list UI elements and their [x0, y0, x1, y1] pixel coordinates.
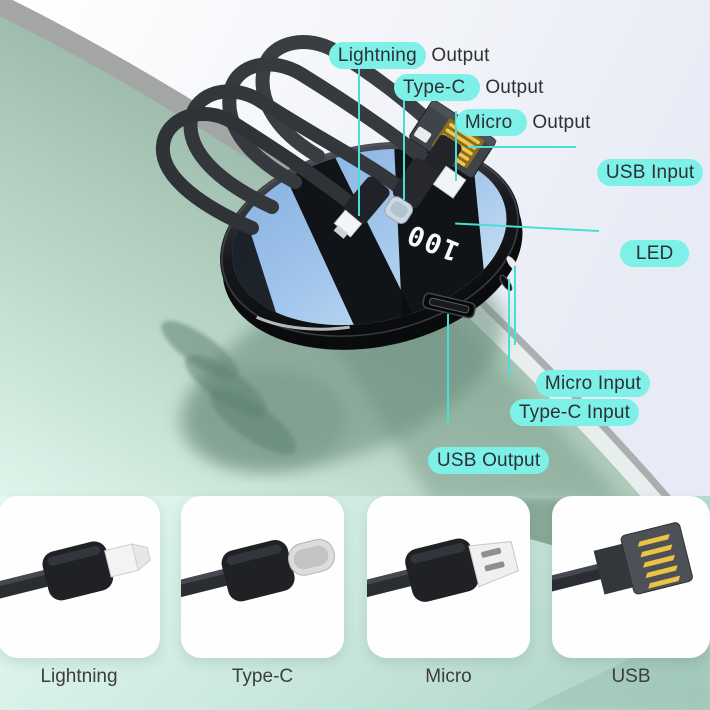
product-photo: 100 — [0, 0, 710, 500]
callout-highlight: Lightning — [328, 42, 426, 69]
cable-lightning — [155, 107, 363, 235]
usb-connector-icon — [552, 522, 693, 600]
cable-type-c — [183, 84, 416, 214]
panel-lightning — [0, 496, 160, 658]
callout-line-usb-output — [447, 314, 449, 424]
panel-type-c — [181, 496, 344, 658]
callout-line-lightning-output — [358, 44, 360, 216]
callout-text: Output — [526, 112, 591, 133]
callout-text: Output — [479, 77, 544, 98]
callout-line-usb-input — [468, 146, 576, 148]
cable-micro — [222, 57, 450, 189]
panel-label-lightning: Lightning — [40, 666, 118, 687]
lightning-connector-icon — [0, 541, 151, 607]
callout-type-c-output: Type-C Output — [372, 47, 544, 128]
callout-usb-input: USB Input — [575, 132, 704, 213]
callout-highlight: USB Input — [596, 159, 704, 186]
panel-label-micro: Micro — [425, 666, 472, 687]
callout-line-micro-input — [514, 266, 516, 345]
lightning-connector — [333, 176, 390, 239]
callout-highlight: LED — [619, 240, 690, 267]
callout-highlight: Type-C Input — [509, 399, 640, 426]
callout-highlight: Micro — [455, 109, 527, 136]
callout-text: Output — [425, 45, 490, 66]
micro-connector-icon — [367, 538, 519, 605]
callout-led: LED — [598, 213, 690, 294]
callout-usb-output: USB Output — [406, 420, 550, 501]
callout-micro-output: Micro Output — [434, 82, 591, 163]
callout-micro-input: Micro Input — [514, 343, 651, 424]
callout-highlight: USB Output — [427, 447, 550, 474]
callout-line-type-c-output — [403, 76, 405, 200]
panel-usb — [552, 496, 710, 658]
type-c-connector-icon — [181, 538, 335, 605]
callout-line-type-c-input — [508, 279, 510, 378]
built-in-cables — [155, 35, 458, 235]
panel-label-usb: USB — [611, 666, 651, 687]
panel-label-type-c: Type-C — [231, 666, 294, 687]
callout-highlight: Type-C — [393, 74, 480, 101]
callout-type-c-input: Type-C Input — [488, 372, 640, 453]
callout-lightning-output: Lightning Output — [307, 15, 490, 96]
usb-output-port — [422, 292, 476, 319]
panel-micro — [367, 496, 530, 658]
callout-line-micro-output — [455, 111, 457, 181]
callout-highlight: Micro Input — [535, 370, 651, 397]
